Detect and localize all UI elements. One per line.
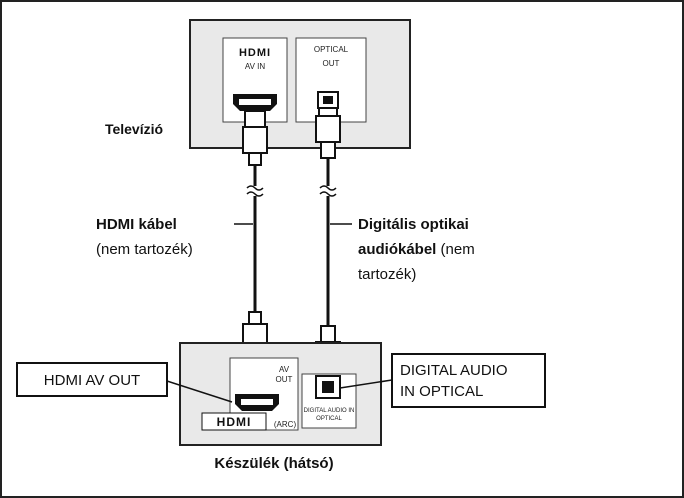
device-hdmi-port-label-2: OUT	[276, 375, 293, 384]
digital-audio-callout-text-2: IN OPTICAL	[400, 383, 483, 400]
device-optical-label-1: DIGITAL AUDIO IN	[304, 408, 355, 414]
digital-audio-callout	[391, 353, 546, 408]
hdmi-cable-title: HDMI kábel	[96, 216, 177, 233]
device-label: Készülék (hátsó)	[214, 455, 333, 472]
device-hdmi-socket	[235, 394, 279, 411]
optical-cable-note: tartozék)	[358, 266, 416, 283]
digital-audio-callout-text-1: DIGITAL AUDIO	[400, 362, 508, 379]
hdmi-out-pointer	[166, 380, 233, 403]
optical-cable-title-2: audiókábel (nem	[358, 241, 475, 258]
device-hdmi-port-label-1: AV	[279, 365, 290, 374]
tv-optical-label-2: OUT	[323, 59, 340, 68]
tv-hdmi-port-label: AV IN	[245, 62, 266, 71]
tv-label: Televízió	[105, 121, 163, 137]
hdmi-out-callout-text: HDMI AV OUT	[44, 372, 140, 389]
device-hdmi-logo-box	[201, 412, 267, 431]
hdmi-cable-note: (nem tartozék)	[96, 241, 193, 258]
tv-hdmi-socket	[233, 94, 277, 111]
digital-audio-pointer	[339, 379, 393, 389]
tv-optical-socket	[317, 91, 339, 109]
device-optical-socket	[315, 375, 341, 399]
optical-cable-title-1: Digitális optikai	[358, 216, 469, 233]
hdmi-out-callout	[16, 362, 168, 397]
tv-optical-label-1: OPTICAL	[314, 45, 349, 54]
device-arc-label: (ARC)	[274, 420, 297, 429]
tv-panel	[189, 19, 411, 149]
device-optical-label-2: OPTICAL	[316, 416, 342, 422]
tv-hdmi-logo: HDMI	[239, 47, 271, 59]
device-hdmi-logo: HDMI	[217, 415, 252, 429]
